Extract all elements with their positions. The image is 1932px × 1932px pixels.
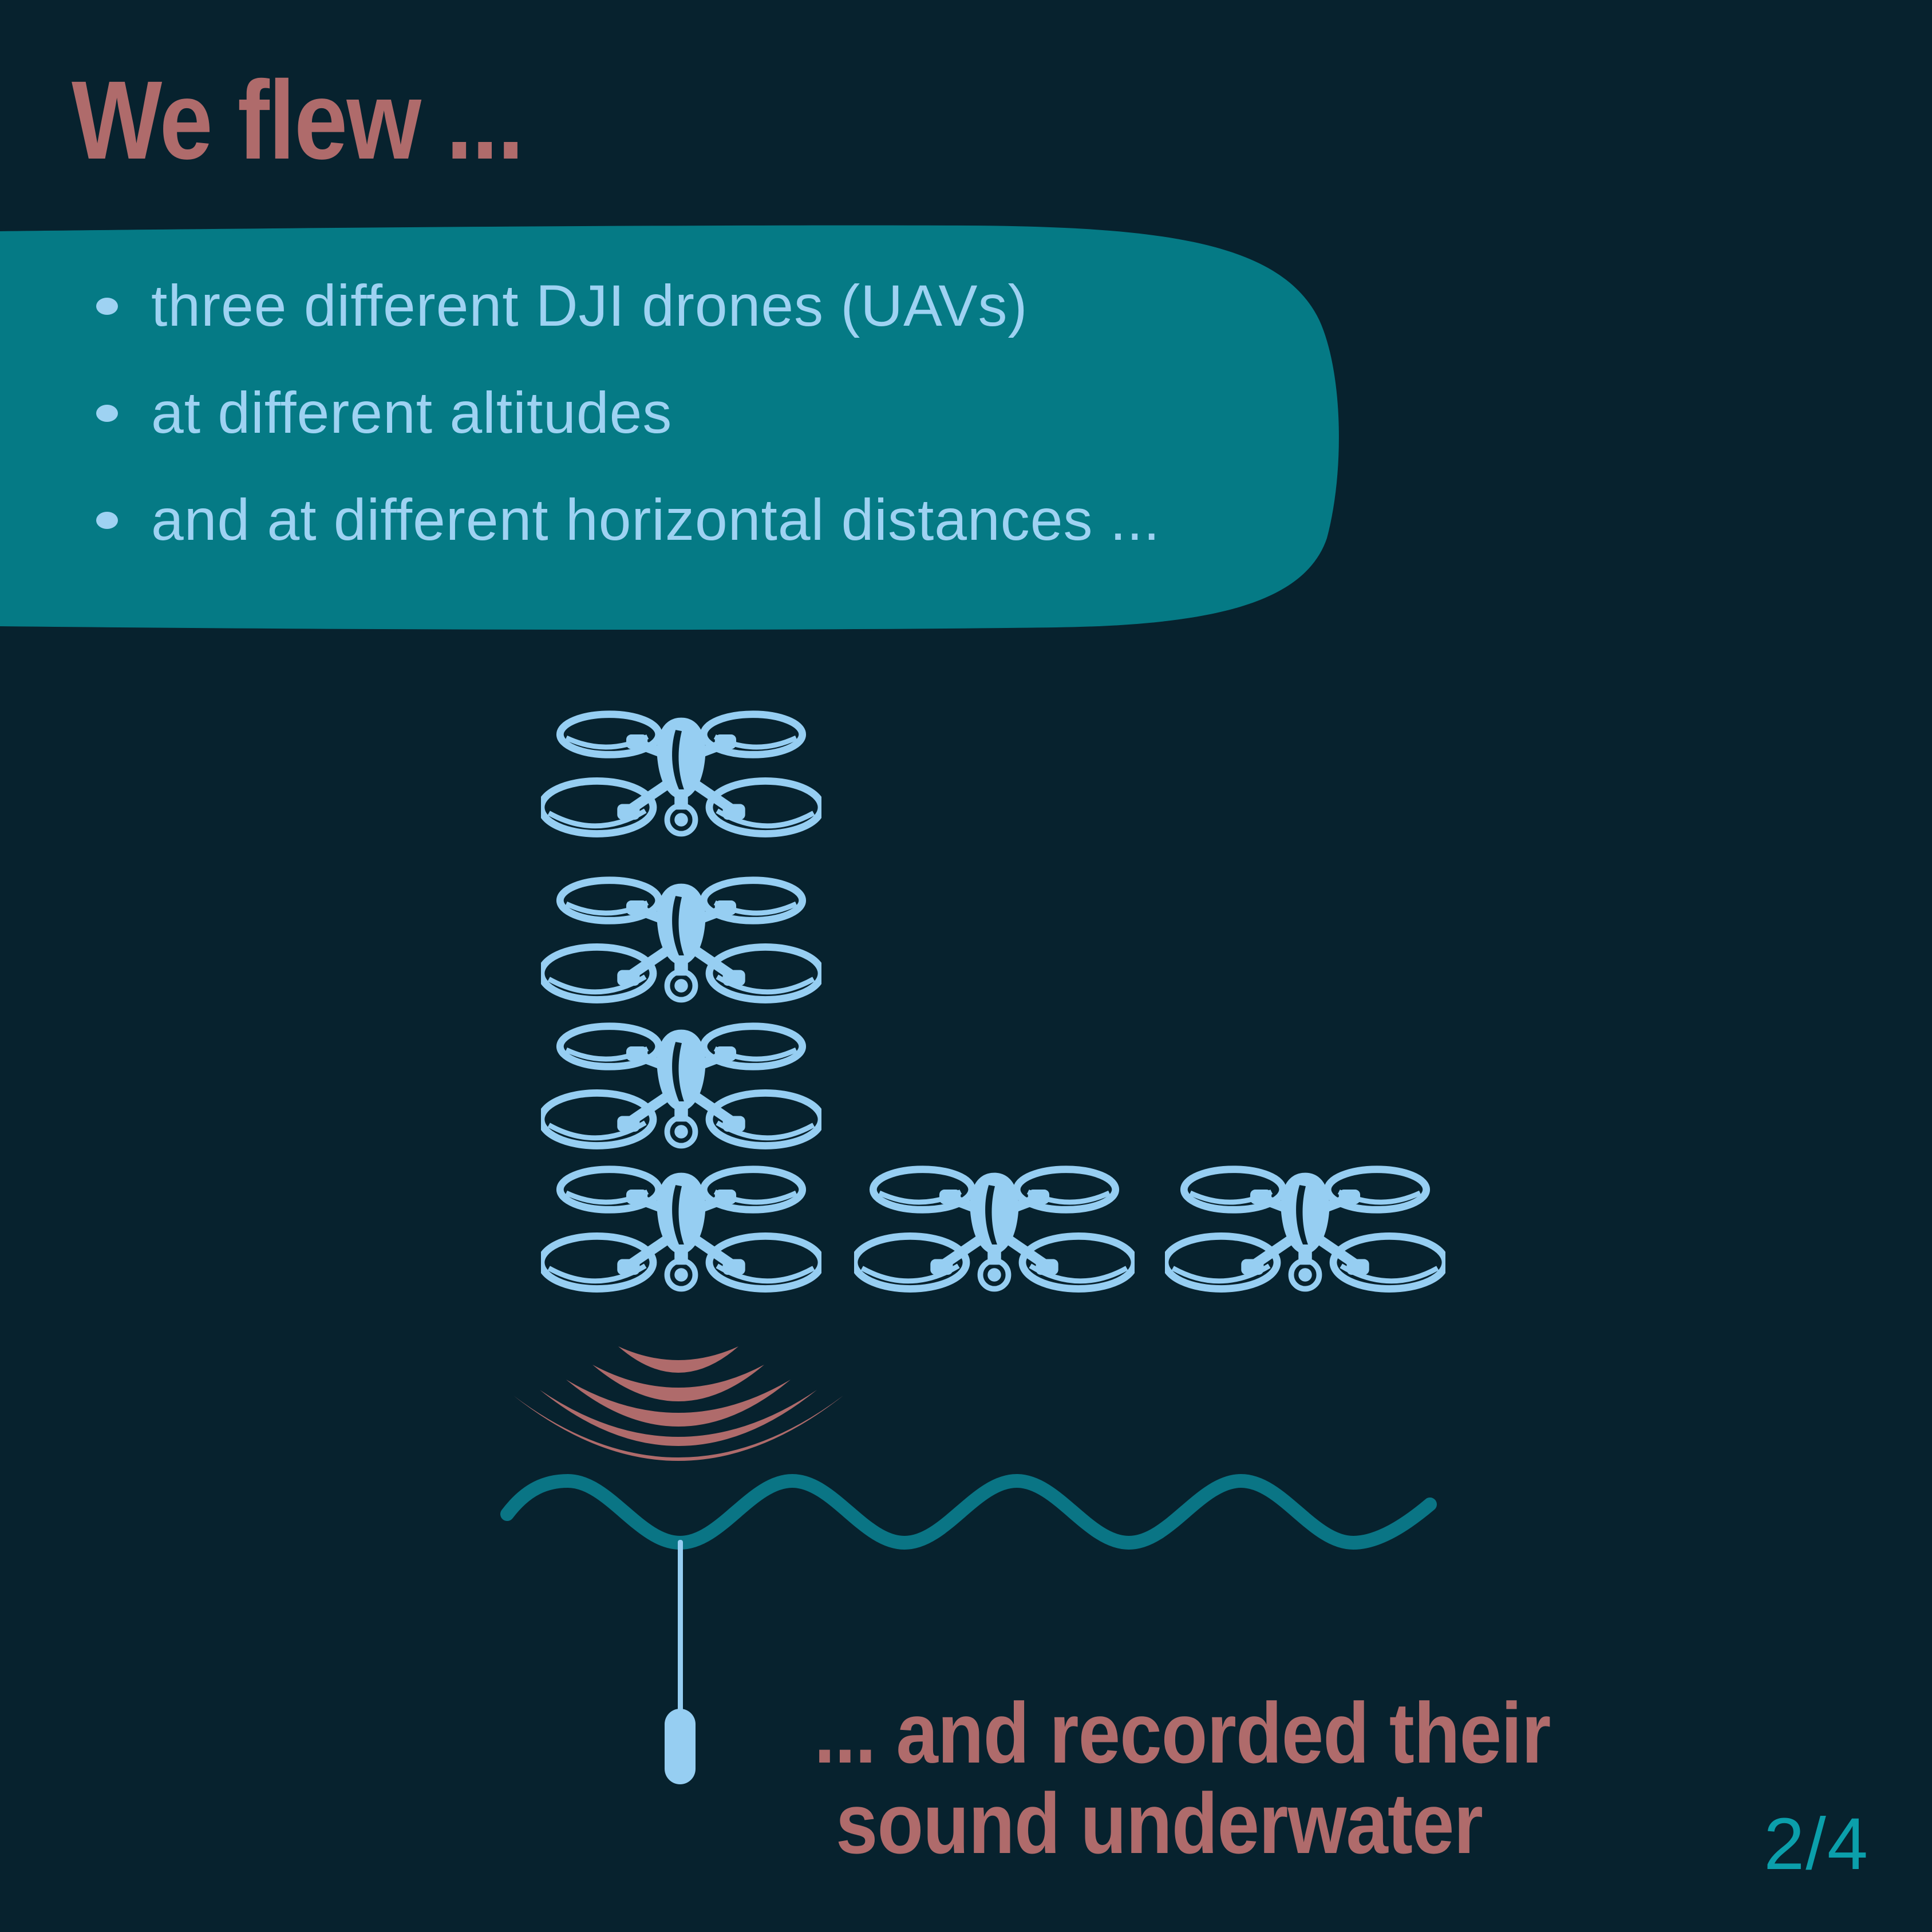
caption: ... and recorded their sound underwater xyxy=(767,1688,1551,1868)
drone-icon-graphic xyxy=(541,1022,821,1149)
bullet-item-distances: and at different horizontal distances ..… xyxy=(86,467,1288,574)
bullet-list: three different DJI drones (UAVs) at dif… xyxy=(86,252,1288,574)
callout-panel-shape xyxy=(0,225,1339,630)
bullet-text-distances: and at different horizontal distances ..… xyxy=(151,487,1160,552)
drone-icon-graphic xyxy=(541,876,821,1003)
page-indicator: 2/4 xyxy=(1764,1803,1869,1885)
sound-waves-icon xyxy=(513,1346,843,1461)
drone-icon xyxy=(854,1153,1135,1311)
callout-panel xyxy=(0,225,1339,630)
bullet-dot xyxy=(96,404,118,422)
bullet-item-drones: three different DJI drones (UAVs) xyxy=(86,252,1288,359)
drone-icon xyxy=(1165,1153,1445,1311)
drone-icon-graphic xyxy=(1165,1165,1445,1293)
drone-icon-graphic xyxy=(854,1165,1135,1293)
drone-icon-graphic xyxy=(541,710,821,837)
bullet-text-drones: three different DJI drones (UAVs) xyxy=(151,273,1028,338)
drone-icon xyxy=(541,698,821,856)
drone-icon xyxy=(541,864,821,1022)
caption-line-2: sound underwater xyxy=(835,1775,1483,1871)
bullet-text-altitudes: at different altitudes xyxy=(151,380,673,445)
drone-icon-graphic xyxy=(541,1165,821,1293)
drone-icon xyxy=(541,1153,821,1311)
hydrophone-cable xyxy=(678,1540,683,1714)
bullet-dot xyxy=(96,297,118,315)
water-surface-line xyxy=(500,1473,1437,1550)
page-title: We flew ... xyxy=(72,58,524,183)
bullet-item-altitudes: at different altitudes xyxy=(86,359,1288,467)
drone-icon xyxy=(541,1010,821,1168)
hydrophone-icon xyxy=(665,1709,696,1784)
bullet-dot xyxy=(96,511,118,529)
water-surface xyxy=(500,1473,1437,1550)
caption-line-1: ... and recorded their xyxy=(814,1685,1551,1781)
